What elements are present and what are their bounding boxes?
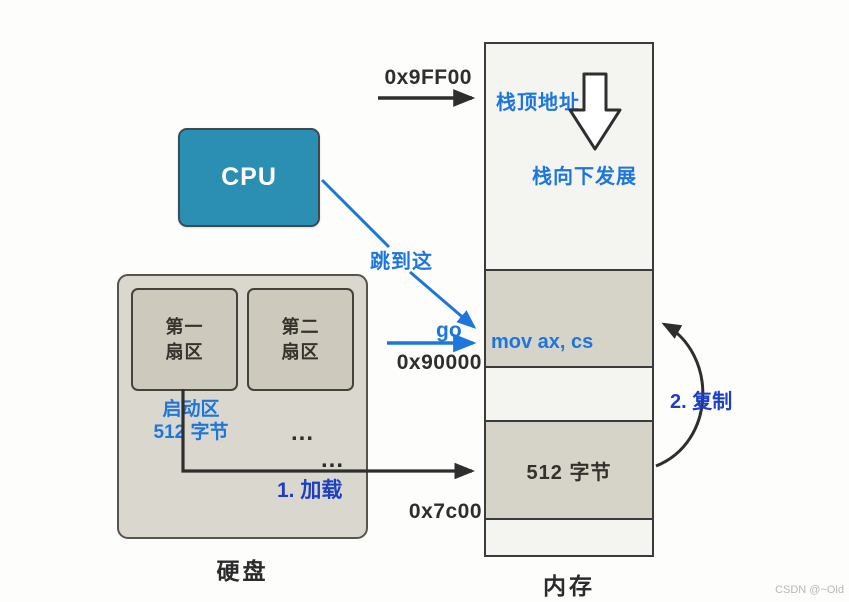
step2-copy-label: 2. 复制 [670, 391, 733, 413]
memory-section-gap-2 [486, 520, 652, 555]
cpu-label: CPU [221, 163, 277, 191]
sector-1-box: 第一 扇区 [131, 288, 238, 391]
memory-caption: 内存 [543, 573, 595, 599]
memory-section-gap-1 [486, 368, 652, 422]
hard-disk-caption: 硬盘 [216, 558, 269, 584]
watermark: CSDN @~Old [775, 584, 844, 596]
cpu-box: CPU [178, 128, 320, 227]
memory-section-stack: 栈顶地址 栈向下发展 [486, 44, 652, 271]
address-boot: 0x7c00 [408, 500, 482, 523]
stack-top-label: 栈顶地址 [496, 92, 580, 114]
instruction-text: mov ax, cs [491, 331, 594, 353]
address-code: 0x90000 [396, 351, 482, 374]
ellipsis: ... [321, 446, 345, 473]
step1-load-label: 1. 加载 [277, 479, 343, 502]
memory-section-code: mov ax, cs [486, 271, 652, 368]
stack-grows-down-label: 栈向下发展 [532, 166, 637, 188]
ellipsis: ... [291, 419, 315, 446]
go-label: go [436, 319, 462, 342]
boot-block-label: 512 字节 [526, 461, 612, 484]
address-stack-top: 0x9FF00 [384, 66, 472, 89]
memory-section-boot-block: 512 字节 [486, 422, 652, 520]
jump-label: 跳到这 [370, 251, 433, 273]
jump-arrow-segment [320, 178, 391, 249]
boot-sector-note: 启动区 512 字节 [153, 399, 229, 444]
memory-column: 栈顶地址 栈向下发展 mov ax, cs 512 字节 [484, 42, 654, 557]
sector-2-box: 第二 扇区 [247, 288, 354, 391]
